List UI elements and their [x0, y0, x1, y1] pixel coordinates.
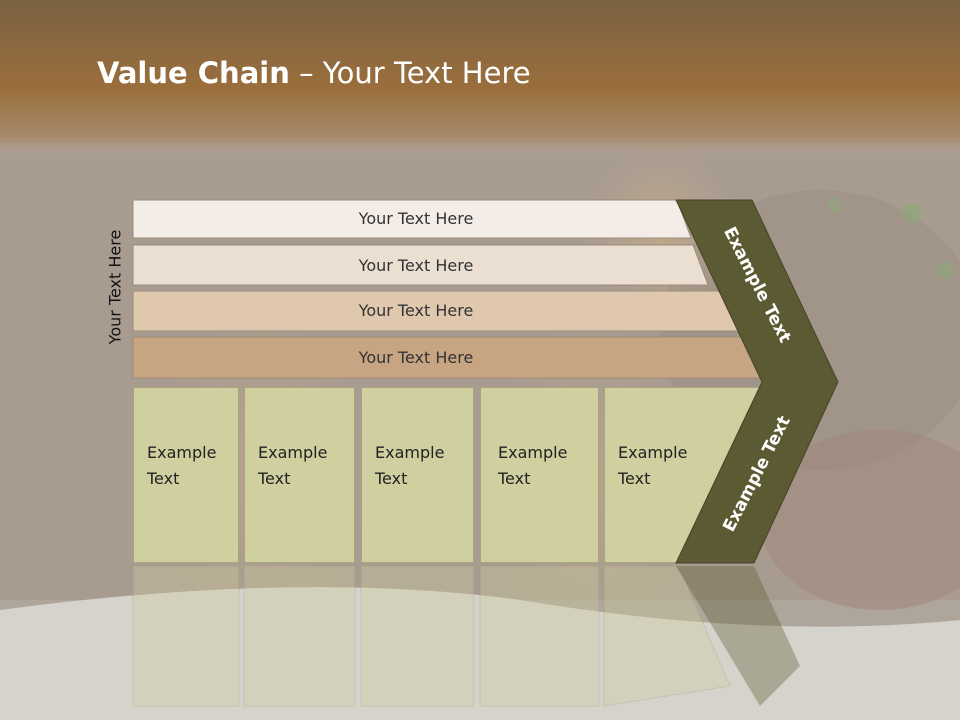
reflection: [0, 566, 960, 720]
bar-1-label: Your Text Here: [358, 209, 474, 228]
bar-3-label: Your Text Here: [358, 301, 474, 320]
title-rest: – Your Text Here: [289, 56, 531, 90]
bar-4-label: Your Text Here: [358, 348, 474, 367]
bar-2-label: Your Text Here: [358, 256, 474, 275]
slide-title: Value Chain – Your Text Here: [97, 56, 531, 90]
title-bold: Value Chain: [97, 56, 290, 90]
